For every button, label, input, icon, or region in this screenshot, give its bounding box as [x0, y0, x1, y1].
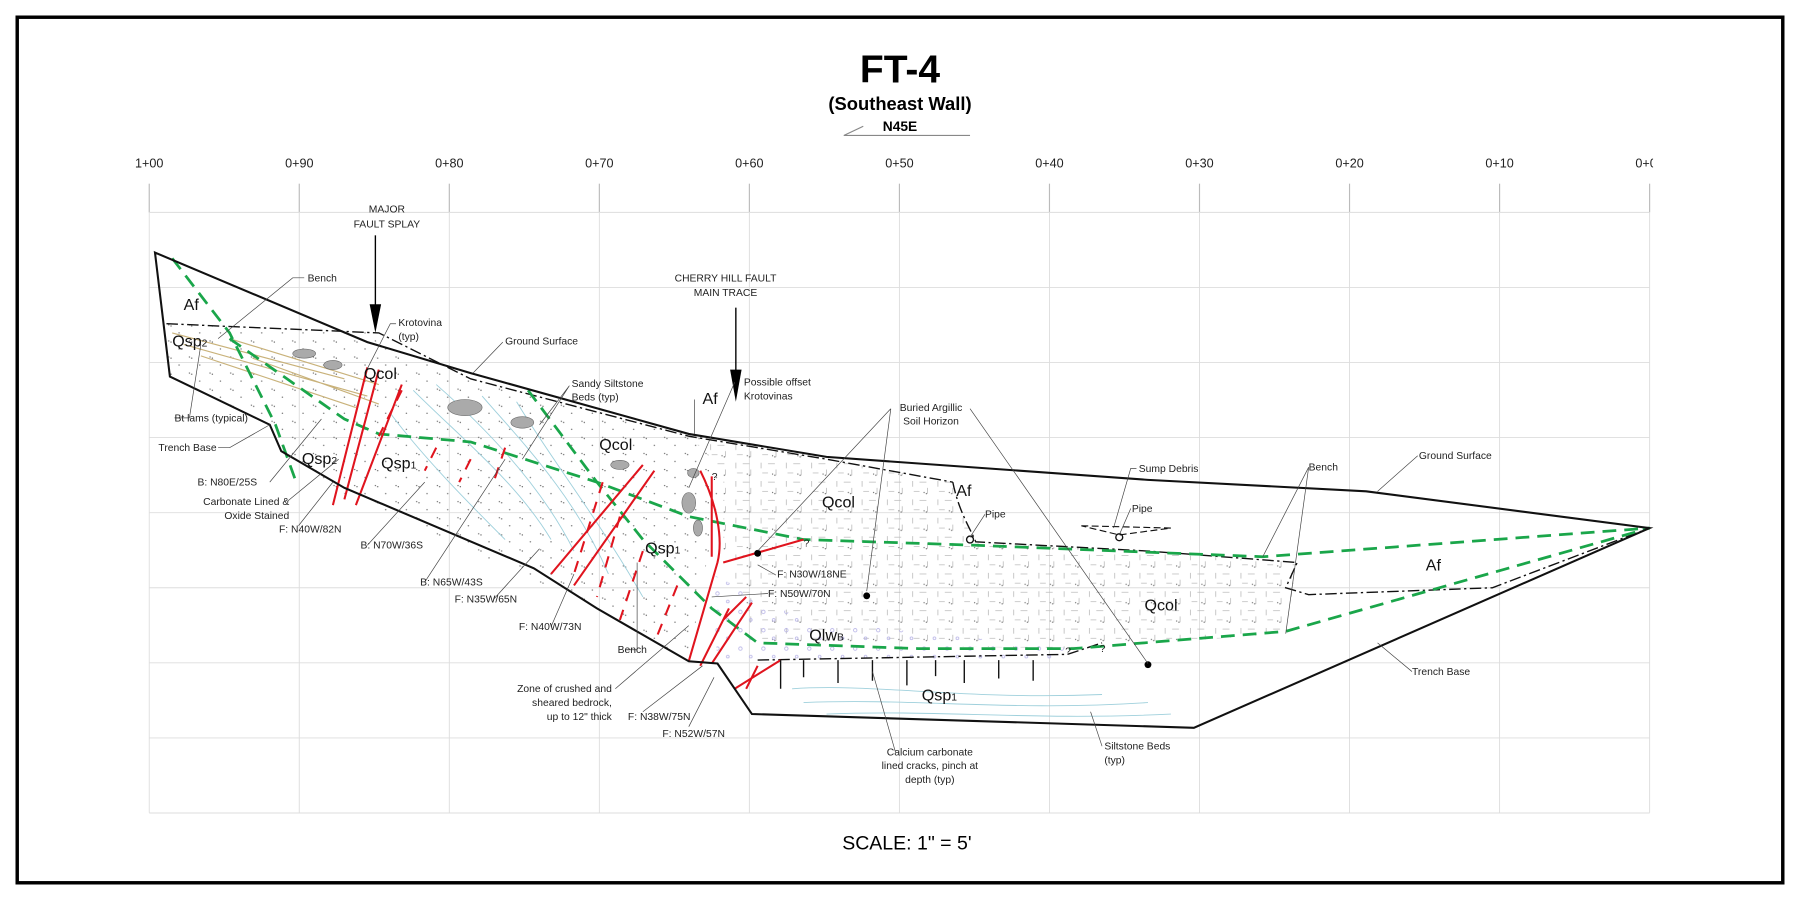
unit-qcol: Qcol	[1145, 597, 1178, 615]
station-label: 0+40	[1035, 157, 1063, 171]
unit-qsp1: Qsp1	[922, 686, 957, 704]
unit-af: Af	[956, 482, 972, 500]
pipe-icon	[965, 535, 975, 544]
annotation-labels: Bench Krotovina(typ) Ground Surface Sand…	[158, 273, 1492, 786]
label-bench: Bench	[308, 273, 338, 284]
unit-qcol: Qcol	[599, 436, 632, 454]
label-fault: F: N50W/70N	[768, 589, 831, 600]
pipe-icon	[1115, 533, 1124, 542]
label-sump-debris: Sump Debris	[1139, 464, 1199, 475]
label-bt-lams: Bt lams (typical)	[174, 413, 247, 424]
unit-af: Af	[703, 390, 719, 408]
label-fault: F: N52W/57N	[662, 729, 725, 740]
label-siltstone-beds: Siltstone Beds(typ)	[1104, 742, 1170, 767]
label-trench-base: Trench Base	[1412, 667, 1470, 678]
station-label: 0+90	[285, 157, 313, 171]
qcol-fill	[688, 436, 1298, 649]
label-ground-surface: Ground Surface	[505, 336, 578, 347]
argillic-point	[863, 592, 871, 600]
station-label: 0+30	[1185, 157, 1213, 171]
label-carbonate: Carbonate Lined &Oxide Stained	[203, 497, 289, 522]
label-fault: F: N40W/73N	[519, 622, 582, 633]
calcium-carbonate-cracks	[779, 660, 1034, 689]
unit-qcol: Qcol	[364, 365, 397, 383]
question-mark: ?	[1065, 646, 1071, 657]
faults	[331, 367, 804, 690]
question-mark: ?	[1100, 644, 1106, 655]
unit-af: Af	[184, 296, 200, 314]
unit-qsp1: Qsp1	[645, 539, 680, 557]
station-label: 0+20	[1335, 157, 1363, 171]
label-fault: F: N38W/75N	[628, 712, 691, 723]
station-label: 0+60	[735, 157, 763, 171]
scale-label: SCALE: 1" = 5'	[842, 832, 971, 854]
label-bedding: B: N65W/43S	[420, 577, 483, 588]
label-bedding: B: N70W/36S	[360, 541, 423, 552]
label-krotovina: Krotovina(typ)	[398, 318, 442, 343]
qsp1-fill	[344, 344, 724, 662]
unit-labels: Af Qsp2 Qcol Af Qsp2 Qsp1 Qcol Qsp1 Qcol…	[172, 296, 1441, 704]
orientation: N45E	[883, 119, 917, 134]
station-label: 0+70	[585, 157, 613, 171]
station-label: 0+00	[1635, 157, 1663, 171]
unit-qsp2: Qsp2	[302, 450, 337, 468]
krotovinas	[292, 348, 703, 537]
unit-af: Af	[1426, 557, 1442, 575]
title: FT-4	[860, 49, 941, 92]
label-fault: F: N30W/18NE	[777, 569, 847, 580]
station-label: 0+80	[435, 157, 463, 171]
drawing-border	[15, 15, 1785, 885]
leader-lines	[174, 277, 1418, 753]
argillic-point	[1144, 661, 1152, 669]
sump-debris	[1081, 525, 1171, 536]
label-ground-surface: Ground Surface	[1419, 451, 1492, 462]
question-mark: ?	[804, 538, 810, 549]
subtitle: (Southeast Wall)	[828, 93, 971, 114]
siltstone-beds	[389, 384, 1171, 717]
qlw-fill	[711, 573, 1074, 664]
label-bench: Bench	[618, 645, 648, 656]
argillic-point	[754, 549, 762, 557]
arrow-down-icon	[369, 304, 382, 333]
station-label: 0+10	[1485, 157, 1513, 171]
unit-fills	[166, 323, 1298, 664]
label-bedding: B: N80E/25S	[197, 478, 257, 489]
arrow-down-icon	[730, 369, 742, 402]
grid	[148, 183, 1651, 814]
station-labels: 1+00 0+90 0+80 0+70 0+60 0+50 0+40 0+30 0+20 0+10…	[135, 157, 1663, 171]
unit-qcol: Qcol	[822, 493, 855, 511]
label-pipe: Pipe	[985, 510, 1006, 521]
label-fault: F: N35W/65N	[455, 595, 518, 606]
station-label: 1+00	[135, 157, 163, 171]
unit-qlwb: QlwB	[809, 627, 844, 645]
unit-qsp1: Qsp1	[381, 454, 416, 472]
label-fault: F: N40W/82N	[279, 525, 342, 536]
unit-qsp2: Qsp2	[172, 333, 207, 351]
station-label: 0+50	[885, 157, 913, 171]
trench-outline	[153, 250, 1654, 729]
question-mark: ?	[712, 472, 718, 483]
orientation-arrow-icon	[843, 125, 971, 137]
label-trench-base: Trench Base	[158, 443, 216, 454]
label-bench: Bench	[1309, 463, 1339, 474]
label-pipe: Pipe	[1132, 504, 1153, 515]
